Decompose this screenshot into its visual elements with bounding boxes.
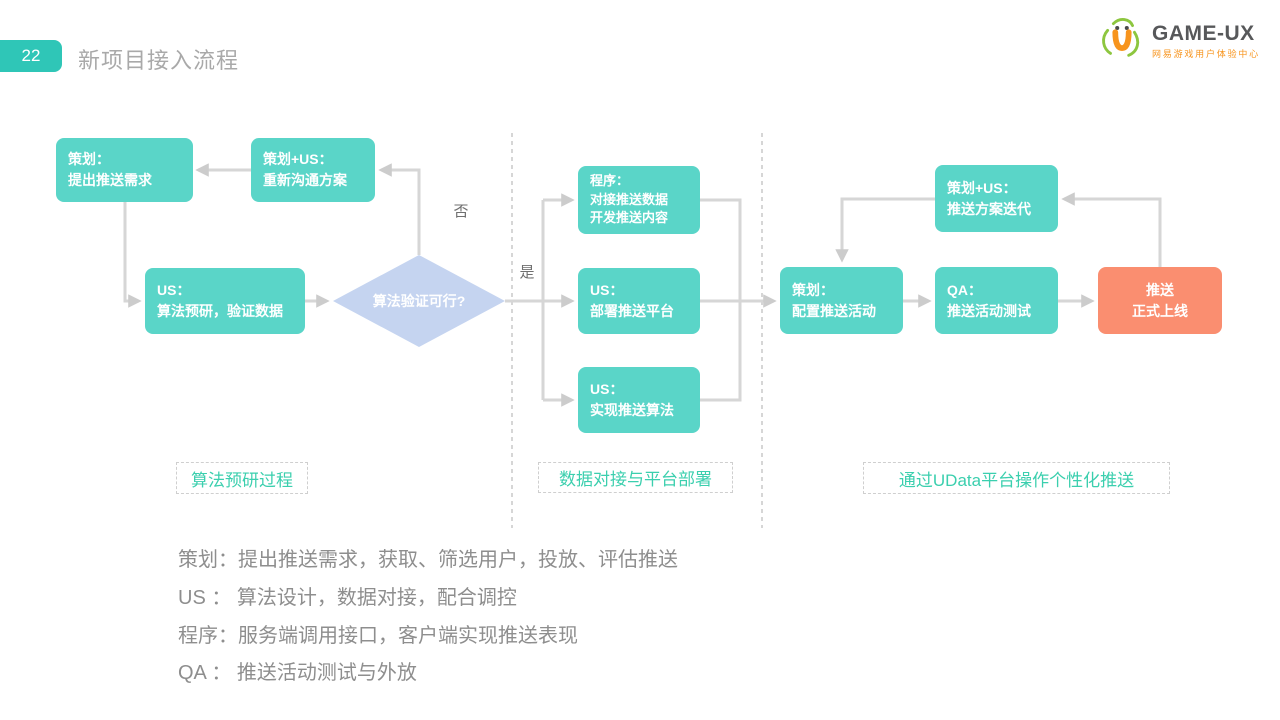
section-label-algorithm-research: 算法预研过程 bbox=[176, 462, 308, 494]
decision-label: 算法验证可行? bbox=[373, 293, 466, 309]
section-label-data-platform: 数据对接与平台部署 bbox=[538, 462, 733, 493]
flow-box-plan-request: 策划： 提出推送需求 bbox=[56, 138, 193, 202]
legend-line-dev: 程序：服务端调用接口，客户端实现推送表现 bbox=[178, 625, 578, 647]
box-line: US： bbox=[157, 282, 191, 298]
box-line: 实现推送算法 bbox=[590, 402, 674, 418]
gameux-logo-icon bbox=[1099, 16, 1145, 67]
edge-launch-to-planiterate bbox=[1061, 192, 1162, 267]
box-line: 推送方案迭代 bbox=[947, 200, 1031, 217]
flow-box-dev-integrate: 程序： 对接推送数据 开发推送内容 bbox=[578, 166, 700, 234]
box-line: 重新沟通方案 bbox=[263, 172, 347, 188]
box-line: 开发推送内容 bbox=[590, 210, 669, 226]
legend-line-qa: QA ： 推送活动测试与外放 bbox=[178, 662, 417, 684]
legend-line-us: US ： 算法设计，数据对接，配合调控 bbox=[178, 587, 517, 609]
box-line: 策划+US： bbox=[947, 179, 1017, 196]
edge-planrequest-to-usresearch bbox=[123, 202, 142, 308]
flow-box-us-algorithm: US： 实现推送算法 bbox=[578, 367, 700, 433]
box-line: 推送 bbox=[1146, 281, 1174, 298]
box-line: US： bbox=[590, 381, 624, 397]
decision-diamond bbox=[333, 255, 505, 347]
legend-line-plan: 策划：提出推送需求，获取、筛选用户，投放、评估推送 bbox=[178, 549, 678, 571]
flow-box-plan-configure: 策划： 配置推送活动 bbox=[780, 267, 903, 334]
edge-decision-no-to-replan bbox=[378, 163, 421, 255]
flow-box-replan: 策划+US： 重新沟通方案 bbox=[251, 138, 375, 202]
edge-label-no: 否 bbox=[453, 203, 468, 220]
box-line: 策划： bbox=[792, 281, 834, 298]
edge-devintegrate-merge bbox=[700, 198, 742, 301]
box-line: QA： bbox=[947, 281, 982, 298]
edge-planiterate-to-planconfigure bbox=[835, 197, 935, 263]
flow-box-us-deploy: US： 部署推送平台 bbox=[578, 268, 700, 334]
box-line: 正式上线 bbox=[1132, 302, 1188, 319]
box-line: 程序： bbox=[590, 172, 630, 188]
flow-box-launch: 推送 正式上线 bbox=[1098, 267, 1222, 334]
box-line: 配置推送活动 bbox=[792, 302, 876, 319]
logo: GAME-UX 网易游戏用户体验中心 bbox=[1099, 16, 1260, 67]
flow-box-us-research: US： 算法预研，验证数据 bbox=[145, 268, 305, 334]
logo-brand-text: GAME-UX bbox=[1151, 22, 1255, 45]
box-line: 部署推送平台 bbox=[590, 303, 674, 319]
edge-usalgorithm-merge bbox=[700, 301, 742, 402]
section-label-udata-push: 通过UData平台操作个性化推送 bbox=[863, 462, 1170, 494]
flow-box-qa-test: QA： 推送活动测试 bbox=[935, 267, 1058, 334]
box-line: 策划： bbox=[68, 151, 110, 167]
box-line: 提出推送需求 bbox=[68, 172, 152, 188]
box-line: 对接推送数据 bbox=[590, 191, 669, 207]
edge-label-yes: 是 bbox=[519, 264, 534, 281]
box-line: 策划+US： bbox=[263, 151, 333, 167]
page-number-badge: 22 bbox=[0, 40, 62, 72]
flow-box-plan-iterate: 策划+US： 推送方案迭代 bbox=[935, 165, 1058, 232]
box-line: 推送活动测试 bbox=[947, 302, 1031, 319]
box-line: US： bbox=[590, 282, 624, 298]
box-line: 算法预研，验证数据 bbox=[157, 303, 283, 319]
logo-tagline: 网易游戏用户体验中心 bbox=[1151, 49, 1260, 59]
page-title: 新项目接入流程 bbox=[78, 48, 240, 73]
